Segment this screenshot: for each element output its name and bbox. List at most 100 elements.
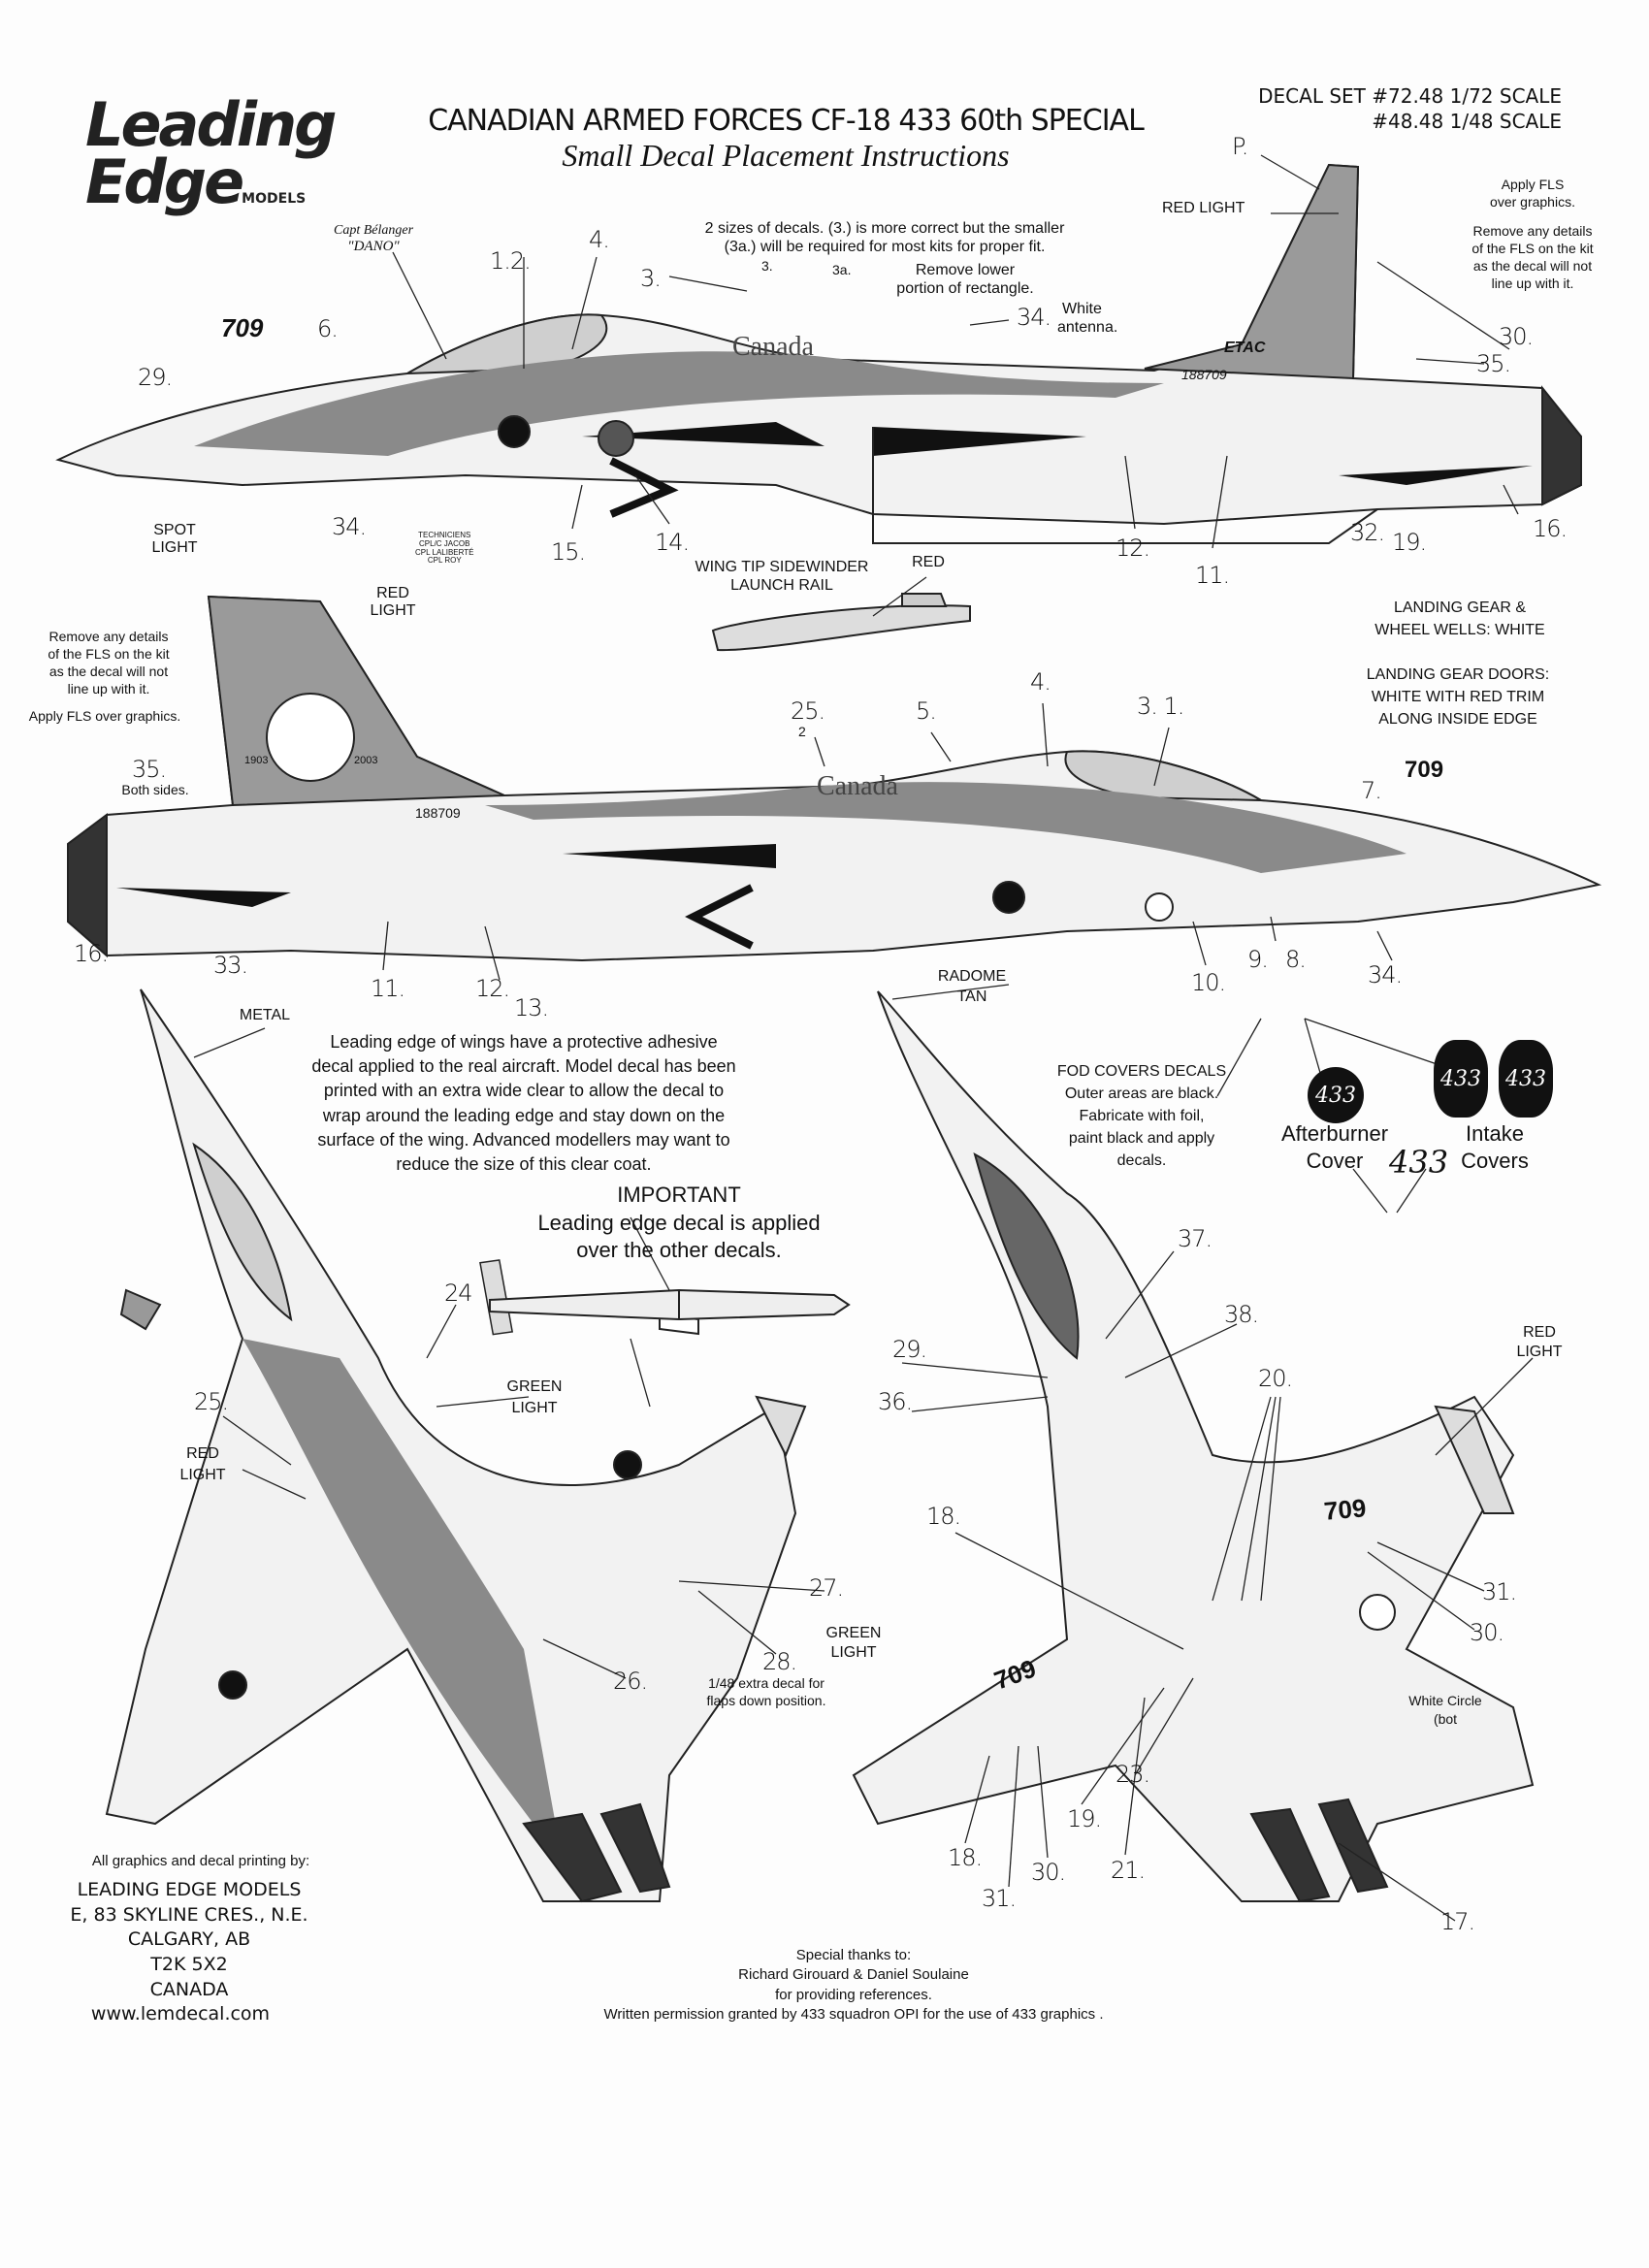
callout: 6. bbox=[317, 315, 339, 342]
callout: 35. bbox=[132, 756, 167, 783]
address-line: LEADING EDGE MODELS bbox=[77, 1879, 302, 1900]
address-line: T2K 5X2 bbox=[150, 1953, 228, 1975]
important-line-2: over the other decals. bbox=[576, 1238, 782, 1262]
callout: 1.2. bbox=[490, 247, 532, 275]
callout: 3. 1. bbox=[1137, 693, 1184, 720]
callout: 27. bbox=[809, 1574, 844, 1602]
intake-label-2: Covers bbox=[1461, 1149, 1529, 1173]
fod-number: 433 bbox=[1505, 1066, 1546, 1091]
remove-details-4: line up with it. bbox=[67, 681, 150, 697]
label-3a: 3a. bbox=[832, 262, 852, 277]
fod-number-433: 433 bbox=[1389, 1144, 1449, 1181]
intake-label-1: Intake bbox=[1466, 1121, 1524, 1146]
spot-light-2: LIGHT bbox=[151, 539, 198, 556]
fod-line: Outer areas are black. bbox=[1064, 1085, 1219, 1102]
address-line: CALGARY, AB bbox=[127, 1928, 251, 1951]
callout: 13. bbox=[514, 994, 549, 1021]
page-title: CANADIAN ARMED FORCES CF-18 433 60th SPE… bbox=[428, 104, 1145, 138]
red-light-2: LIGHT bbox=[1516, 1344, 1563, 1360]
callout: 17. bbox=[1440, 1908, 1475, 1935]
planform-top-aircraft bbox=[105, 988, 807, 1903]
address-line: CANADA bbox=[149, 1978, 229, 2000]
fod-number: 433 bbox=[1440, 1066, 1481, 1091]
remove-details-1: Remove any details bbox=[48, 629, 169, 644]
apply-fls-2: over graphics. bbox=[1490, 194, 1575, 210]
company-address: LEADING EDGE MODELS E, 83 SKYLINE CRES.,… bbox=[70, 1878, 307, 2002]
green-light-1: GREEN bbox=[825, 1625, 882, 1641]
fuselage-canada-text: Canada bbox=[817, 771, 898, 801]
logo-line1: Leading bbox=[85, 89, 338, 160]
important-title: IMPORTANT bbox=[617, 1183, 741, 1207]
callout: 30. bbox=[1031, 1859, 1066, 1886]
callout: 35. bbox=[1476, 350, 1511, 377]
fod-line: decals. bbox=[1116, 1152, 1167, 1169]
pilot-callsign: "DANO" bbox=[347, 239, 400, 254]
metal-label: METAL bbox=[239, 1007, 291, 1023]
remove-details-1: Remove any details bbox=[1472, 223, 1593, 239]
remove-details-2: of the FLS on the kit bbox=[48, 646, 170, 662]
landing-gear-2: WHEEL WELLS: WHITE bbox=[1374, 622, 1545, 638]
thanks-line: for providing references. bbox=[775, 1986, 932, 2003]
callout: 30. bbox=[1470, 1619, 1504, 1646]
sizes-note-2: (3a.) will be required for most kits for… bbox=[724, 239, 1046, 255]
address-line: E, 83 SKYLINE CRES., N.E. bbox=[70, 1903, 308, 1926]
decal-set-1-48: #48.48 1/48 SCALE bbox=[1372, 110, 1562, 133]
gear-doors-2: WHITE WITH RED TRIM bbox=[1371, 689, 1545, 705]
remove-lower-2: portion of rectangle. bbox=[896, 280, 1034, 297]
credit-label: All graphics and decal printing by: bbox=[91, 1853, 310, 1869]
sizes-note-1: 2 sizes of decals. (3.) is more correct … bbox=[704, 220, 1065, 237]
radome-2: TAN bbox=[956, 988, 987, 1005]
green-light-2: LIGHT bbox=[511, 1400, 558, 1416]
callout: 12. bbox=[475, 975, 510, 1002]
callout: 36. bbox=[878, 1388, 913, 1415]
callout: 28. bbox=[762, 1648, 797, 1675]
callout: 34. bbox=[1017, 304, 1051, 331]
callout: 7. bbox=[1361, 777, 1382, 804]
callout: 31. bbox=[1482, 1578, 1517, 1605]
callout: P. bbox=[1232, 133, 1248, 160]
callout: 9. bbox=[1247, 946, 1269, 973]
afterburner-label-1: Afterburner bbox=[1280, 1121, 1389, 1146]
decal-set-1-72: DECAL SET #72.48 1/72 SCALE bbox=[1258, 84, 1562, 108]
leading-edge-note: Leading edge of wings have a protective … bbox=[311, 1032, 736, 1174]
nose-number-709: 709 bbox=[1405, 757, 1444, 783]
callout: 18. bbox=[948, 1844, 983, 1871]
landing-gear-1: LANDING GEAR & bbox=[1393, 599, 1527, 616]
pilot-name: Capt Bélanger bbox=[333, 223, 414, 238]
thanks-line: Special thanks to: bbox=[795, 1947, 912, 1963]
tail-serial: 188709 bbox=[415, 805, 461, 821]
special-thanks: Special thanks to: Richard Girouard & Da… bbox=[603, 1946, 1103, 2025]
tail-etac-text: ETAC bbox=[1224, 340, 1266, 356]
tail-serial: 188709 bbox=[1181, 367, 1227, 382]
apply-fls-1: Apply FLS bbox=[1501, 177, 1565, 192]
radome-1: RADOME bbox=[937, 968, 1007, 985]
sidewinder-rail-drawing bbox=[711, 593, 971, 652]
red-light-1: RED bbox=[1523, 1324, 1556, 1341]
flaps-note-1: 1/48 extra decal for bbox=[708, 1675, 824, 1691]
leading-edge-decal-drawing bbox=[489, 1288, 851, 1321]
gear-doors-1: LANDING GEAR DOORS: bbox=[1366, 666, 1550, 683]
white-circle-1: White Circle bbox=[1408, 1693, 1482, 1708]
callout: 2 bbox=[798, 724, 806, 739]
white-circle-2: (bot bbox=[1433, 1711, 1458, 1727]
callout: 37. bbox=[1178, 1225, 1212, 1252]
remove-details-2: of the FLS on the kit bbox=[1471, 241, 1594, 256]
callout: 15. bbox=[551, 538, 586, 566]
thanks-line: Richard Girouard & Daniel Soulaine bbox=[738, 1966, 969, 1984]
callout: 23. bbox=[1116, 1761, 1150, 1788]
intake-cover-decal-right: 433 bbox=[1499, 1040, 1553, 1118]
callout: 24 bbox=[444, 1280, 473, 1307]
fod-title: FOD COVERS DECALS bbox=[1056, 1063, 1227, 1080]
green-light-1: GREEN bbox=[506, 1378, 563, 1395]
red-light-1: RED bbox=[376, 585, 409, 601]
technicians-line: CPL/C JACOB bbox=[419, 538, 470, 548]
apply-fls-label: Apply FLS over graphics. bbox=[28, 708, 181, 724]
callout: 12. bbox=[1116, 535, 1150, 562]
sidewinder-label-2: LAUNCH RAIL bbox=[730, 577, 833, 594]
callout: 34. bbox=[1368, 961, 1403, 988]
website-link[interactable]: www.lemdecal.com bbox=[90, 2003, 271, 2025]
page-subtitle: Small Decal Placement Instructions bbox=[562, 138, 1010, 173]
technicians-line: CPL LALIBERTÉ bbox=[415, 547, 474, 557]
